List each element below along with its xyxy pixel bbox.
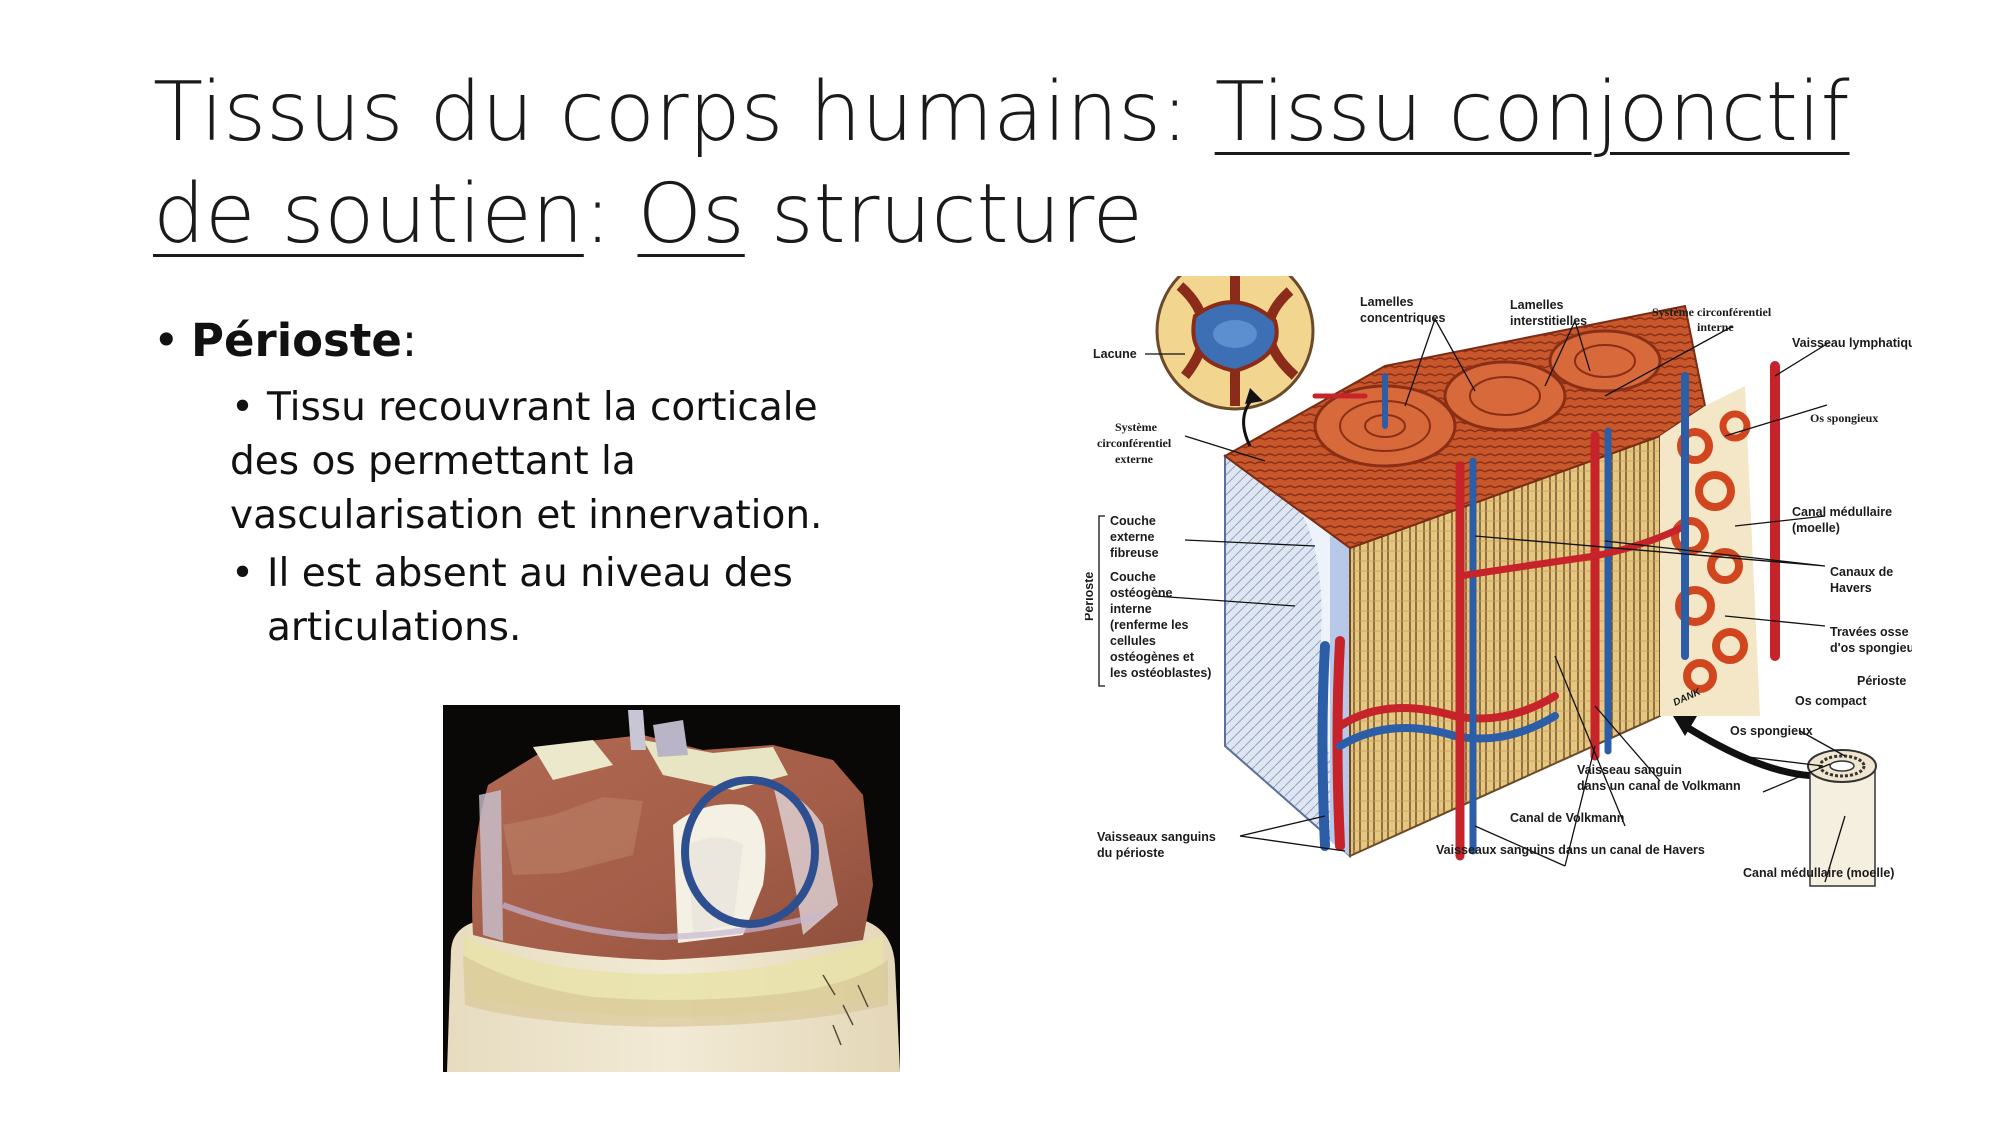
label-couche-osteogene-5: cellules — [1110, 634, 1156, 648]
label-couche-osteogene: Couche — [1110, 570, 1156, 584]
leader-lines — [1145, 318, 1846, 883]
label-os-spongieux-small: Os spongieux — [1730, 724, 1813, 738]
label-systeme-externe: Système — [1115, 420, 1158, 434]
label-couche-osteogene-2: ostéogène — [1110, 586, 1173, 600]
label-canal-medullaire-bottom: Canal médullaire (moelle) — [1743, 866, 1894, 880]
label-couche-externe-3: fibreuse — [1110, 546, 1159, 560]
label-systeme-interne: Système circonférentiel — [1652, 305, 1772, 319]
label-lacune: Lacune — [1093, 347, 1137, 361]
title-suffix: structure — [744, 167, 1143, 262]
label-vaisseau-volkmann: Vaisseau sanguin — [1577, 763, 1682, 777]
label-vaisseaux-perioste: Vaisseaux sanguins — [1097, 830, 1216, 844]
label-vaisseaux-havers: Vaisseaux sanguins dans un canal de Have… — [1436, 843, 1705, 857]
title-separator: : — [583, 167, 638, 262]
bullet-perioste-term: Périoste — [191, 314, 402, 367]
label-canaux-havers-2: Havers — [1830, 581, 1872, 595]
label-systeme-externe-3: externe — [1115, 452, 1154, 466]
blood-vessels — [1312, 361, 1780, 861]
sub-bullet-1-line-3: vascularisation et innervation. — [230, 493, 823, 538]
label-couche-osteogene-3: interne — [1110, 602, 1152, 616]
lacune-inset — [1155, 276, 1315, 411]
bone-structure-diagram: Lacune Lamelles concentriques Lamelles i… — [1085, 276, 1912, 887]
sub-bullet-2-line-2: articulations. — [267, 605, 522, 650]
label-vaisseau-volkmann-2: dans un canal de Volkmann — [1577, 779, 1741, 793]
label-vaisseaux-perioste-2: du périoste — [1097, 846, 1164, 860]
sub-bullet-1-line-2: des os permettant la — [230, 439, 636, 484]
label-canaux-havers: Canaux de — [1830, 565, 1893, 579]
title-prefix: Tissus du corps humains: — [153, 65, 1215, 160]
bullet-perioste: Périoste: — [153, 305, 913, 377]
label-couche-externe-2: externe — [1110, 530, 1155, 544]
label-vaisseau-lymphatique: Vaisseau lymphatiqu — [1792, 336, 1912, 350]
label-travees-osseuses: Travées osse — [1830, 625, 1909, 639]
label-canal-medullaire-2: (moelle) — [1792, 521, 1840, 535]
label-canal-volkmann: Canal de Volkmann — [1510, 811, 1624, 825]
label-couche-osteogene-6: ostéogènes et — [1110, 650, 1195, 664]
periosteum-highlight-circle — [681, 776, 819, 928]
label-perioste-vertical: Périoste — [1085, 572, 1096, 621]
title-underlined-os: Os — [637, 167, 745, 262]
label-lamelles-concentriques-2: concentriques — [1360, 311, 1445, 325]
slide-title: Tissus du corps humains: Tissu conjoncti… — [153, 62, 1853, 266]
bone-photo — [443, 705, 900, 1072]
sub-bullet-1: Tissu recouvrant la corticale — [153, 381, 913, 435]
label-os-spongieux: Os spongieux — [1810, 411, 1878, 425]
label-travees-osseuses-2: d'os spongieu — [1830, 641, 1912, 655]
label-perioste-small: Périoste — [1857, 674, 1906, 688]
sub-bullet-2: Il est absent au niveau des — [153, 547, 913, 601]
label-os-compact: Os compact — [1795, 694, 1867, 708]
label-systeme-externe-2: circonférentiel — [1097, 436, 1172, 450]
label-lamelles-concentriques: Lamelles — [1360, 295, 1414, 309]
title-underlined-topic: Tissu conjonctif de soutien — [153, 65, 1850, 262]
label-couche-osteogene-7: les ostéoblastes) — [1110, 666, 1211, 680]
label-couche-externe: Couche — [1110, 514, 1156, 528]
label-couche-osteogene-4: (renferme les — [1110, 618, 1189, 632]
label-canal-medullaire: Canal médullaire — [1792, 505, 1892, 519]
diagram-labels: Lacune Lamelles concentriques Lamelles i… — [1085, 295, 1912, 880]
spongy-bone — [1660, 386, 1760, 716]
label-lamelles-interstitielles: Lamelles — [1510, 298, 1564, 312]
label-lamelles-interstitielles-2: interstitielles — [1510, 314, 1587, 328]
bullet-perioste-colon: : — [401, 314, 418, 367]
bullet-list: Périoste: Tissu recouvrant la corticale … — [153, 305, 913, 655]
label-systeme-interne-2: interne — [1697, 320, 1734, 334]
